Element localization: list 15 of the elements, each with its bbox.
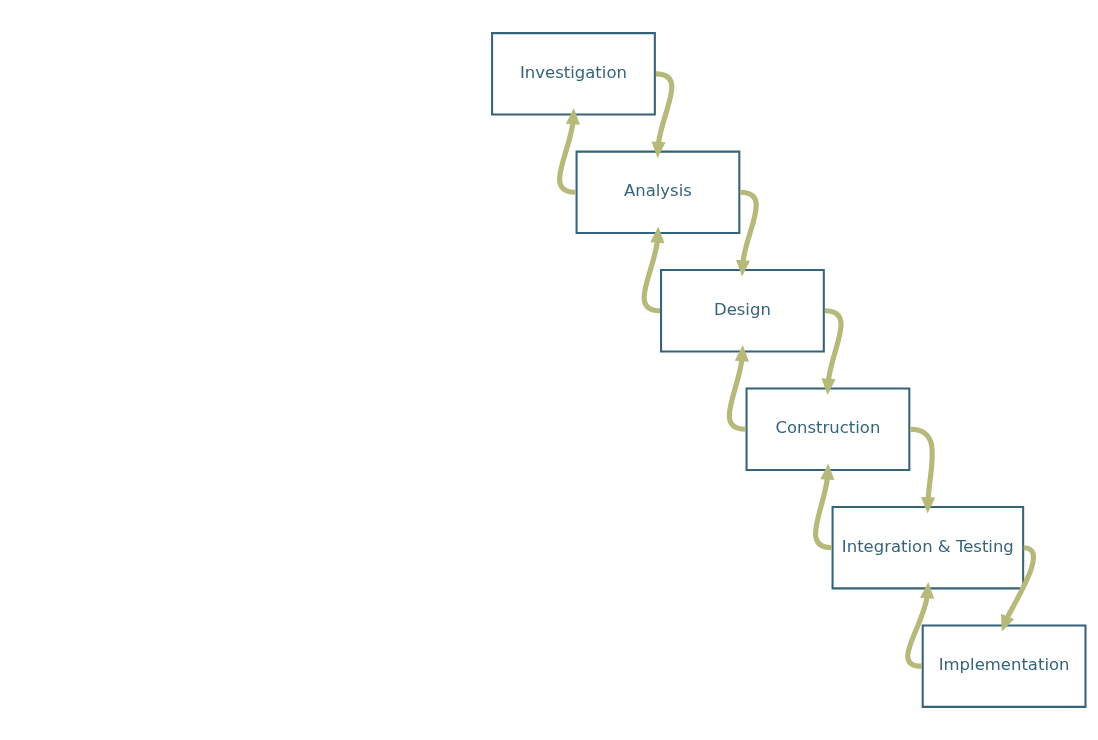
node-box: Implementation — [921, 624, 1087, 708]
arrow — [735, 189, 759, 277]
arrow — [813, 463, 835, 551]
arrow — [1000, 545, 1036, 632]
node-box: Design — [660, 269, 825, 353]
node-box: Analysis — [575, 150, 741, 234]
arrow — [641, 226, 665, 314]
arrow — [651, 71, 675, 159]
node-box: Integration & Testing — [831, 506, 1025, 590]
node-box: Construction — [745, 387, 911, 471]
arrow — [905, 582, 935, 669]
arrow — [821, 308, 844, 395]
node-box: Investigation — [491, 32, 656, 116]
arrow — [557, 108, 580, 195]
arrow — [726, 345, 749, 432]
